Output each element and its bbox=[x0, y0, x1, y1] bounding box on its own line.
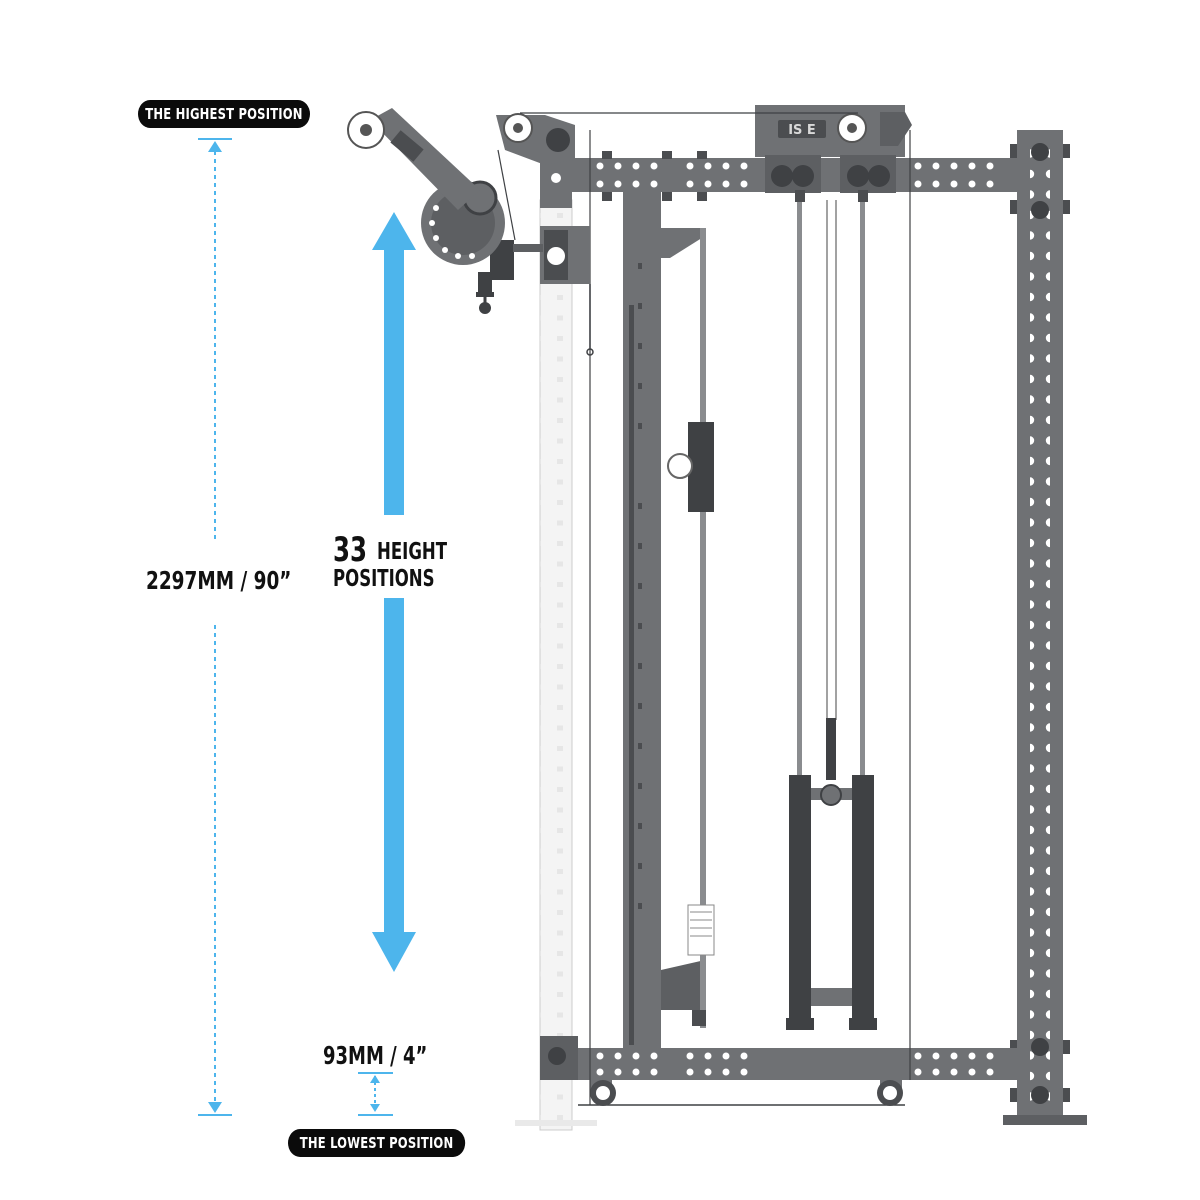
weight-column bbox=[623, 192, 661, 1052]
machine-frame: IS E bbox=[347, 105, 1087, 1131]
right-caster bbox=[877, 1078, 903, 1106]
bottom-crossbar bbox=[572, 1048, 1017, 1080]
brand-logo: IS E bbox=[788, 123, 816, 138]
min-height-dimension: 93MM / 4” bbox=[323, 1041, 428, 1070]
positions-count-word: HEIGHT bbox=[377, 539, 448, 565]
total-height-dimension-line bbox=[198, 138, 232, 1116]
positions-count-number: 33 bbox=[333, 530, 368, 570]
carriage-right-sleeve bbox=[852, 775, 874, 1025]
left-caster bbox=[590, 1078, 616, 1106]
highest-position-label: THE HIGHEST POSITION bbox=[138, 100, 310, 128]
upper-pulley-left bbox=[496, 113, 575, 165]
positions-count-word-2: POSITIONS bbox=[333, 566, 435, 592]
carriage-left-sleeve bbox=[789, 775, 811, 1025]
height-positions-callout: 33 HEIGHT POSITIONS bbox=[333, 530, 473, 592]
adjustment-range-arrow bbox=[372, 212, 416, 972]
min-height-dimension-line bbox=[358, 1072, 393, 1116]
total-height-dimension: 2297MM / 90” bbox=[146, 566, 292, 595]
lowest-position-label: THE LOWEST POSITION bbox=[288, 1129, 466, 1157]
adjustable-pulley-arm bbox=[347, 108, 590, 314]
